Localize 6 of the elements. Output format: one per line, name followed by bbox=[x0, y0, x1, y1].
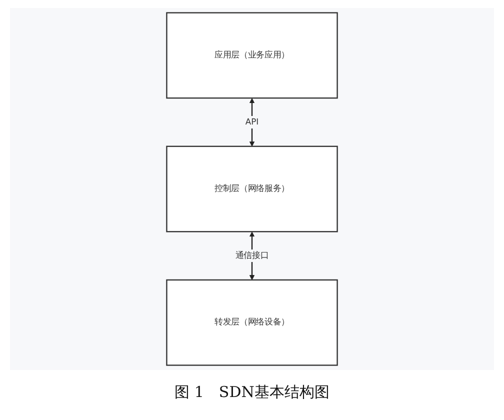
node-box: 控制层（网络服务） bbox=[166, 146, 338, 232]
node-box: 转发层（网络设备） bbox=[166, 279, 338, 366]
edge-label: 通信接口 bbox=[235, 250, 269, 260]
node-box: 应用层（业务应用） bbox=[166, 12, 338, 99]
figure-caption: 图 1 SDN基本结构图 bbox=[174, 383, 330, 401]
edge-label: API bbox=[245, 117, 259, 127]
